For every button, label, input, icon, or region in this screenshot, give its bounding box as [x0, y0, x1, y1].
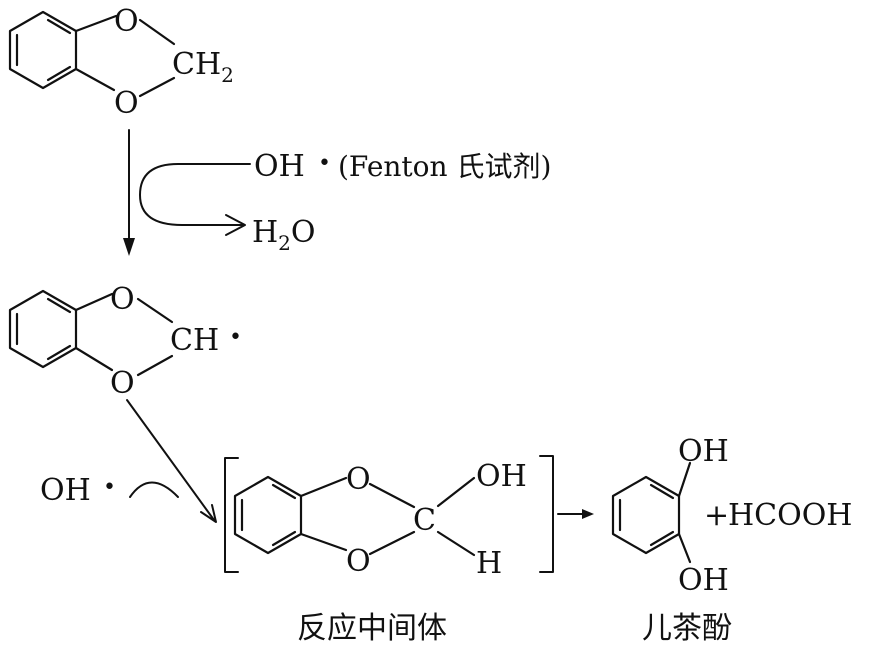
diagonal-arrow [126, 399, 217, 523]
intermediate-bracket [224, 455, 554, 573]
bond-o-ch-top [136, 297, 174, 324]
oh-attack-arc [129, 481, 179, 498]
bracket-right [539, 455, 554, 573]
benzene-ring-3 [233, 475, 303, 555]
molecule-1: O O CH2 [8, 4, 234, 121]
atom-c-central: C [413, 503, 436, 538]
main-reaction-arrow [123, 129, 135, 256]
byproduct-h2o: H2O [252, 215, 316, 255]
bond-c-oh [436, 476, 476, 508]
bond-ring-oh-bottom [677, 532, 692, 564]
bond-ring-o-top-3 [299, 476, 348, 498]
bracket-left [224, 457, 239, 573]
ch-radical-dot: • [229, 325, 242, 350]
formic-acid: HCOOH [728, 498, 852, 533]
benzene-ring-4 [611, 475, 681, 555]
catechol-molecule: OH OH [611, 434, 729, 598]
bond-ring-o-top-2 [74, 292, 114, 312]
bond-ring-o-bottom-2 [74, 346, 114, 372]
bond-o-c-top [368, 482, 416, 509]
bond-o-c-bottom [368, 530, 416, 556]
intermediate-molecule: O O C OH H [233, 459, 527, 581]
benzene-ring-2 [8, 289, 78, 369]
label-catechol: 儿茶酚 [642, 611, 732, 646]
atom-o-bottom-2: O [110, 366, 135, 401]
reagent-label: (Fenton 氏试剂) [338, 150, 551, 183]
curved-arrow-fenton [139, 163, 251, 236]
group-ch2: CH2 [172, 47, 234, 87]
group-oh-bottom: OH [678, 563, 729, 598]
label-intermediate: 反应中间体 [297, 611, 447, 646]
h2o-o: O [291, 215, 316, 250]
bond-ring-oh-top [677, 461, 692, 498]
bond-ring-o-bottom-1 [74, 67, 116, 92]
bond-ring-o-top-1 [74, 14, 118, 33]
bond-o-ch-bottom [136, 354, 174, 377]
reagent-radical-dot: • [318, 151, 331, 176]
group-oh-intermediate: OH [476, 459, 527, 494]
atom-o-bottom-3: O [346, 544, 371, 579]
group-oh-top: OH [678, 434, 729, 469]
plus-sign: + [704, 498, 729, 533]
bond-o-ch2-bottom [138, 76, 176, 98]
atom-h-intermediate: H [476, 546, 502, 581]
atom-o-top-2: O [110, 282, 135, 317]
group-ch-radical: CH [170, 323, 219, 358]
bond-o-ch2-top [138, 18, 176, 46]
reagent-oh: OH [254, 149, 305, 184]
benzene-ring-1 [8, 10, 78, 90]
ch2-main: CH [172, 47, 221, 82]
atom-o-top-3: O [346, 462, 371, 497]
oh-radical: OH [40, 473, 91, 508]
product-arrow [557, 509, 594, 519]
h2o-subscript: 2 [278, 231, 291, 255]
molecule-2: O O CH • [8, 282, 242, 401]
atom-o-top-1: O [114, 4, 139, 39]
bond-c-h [436, 530, 476, 557]
bond-ring-o-bottom-3 [299, 532, 348, 552]
h2o-h: H [252, 215, 278, 250]
atom-o-bottom-1: O [114, 86, 139, 121]
oh-radical-dot: • [103, 475, 116, 500]
ch2-subscript: 2 [221, 63, 234, 87]
